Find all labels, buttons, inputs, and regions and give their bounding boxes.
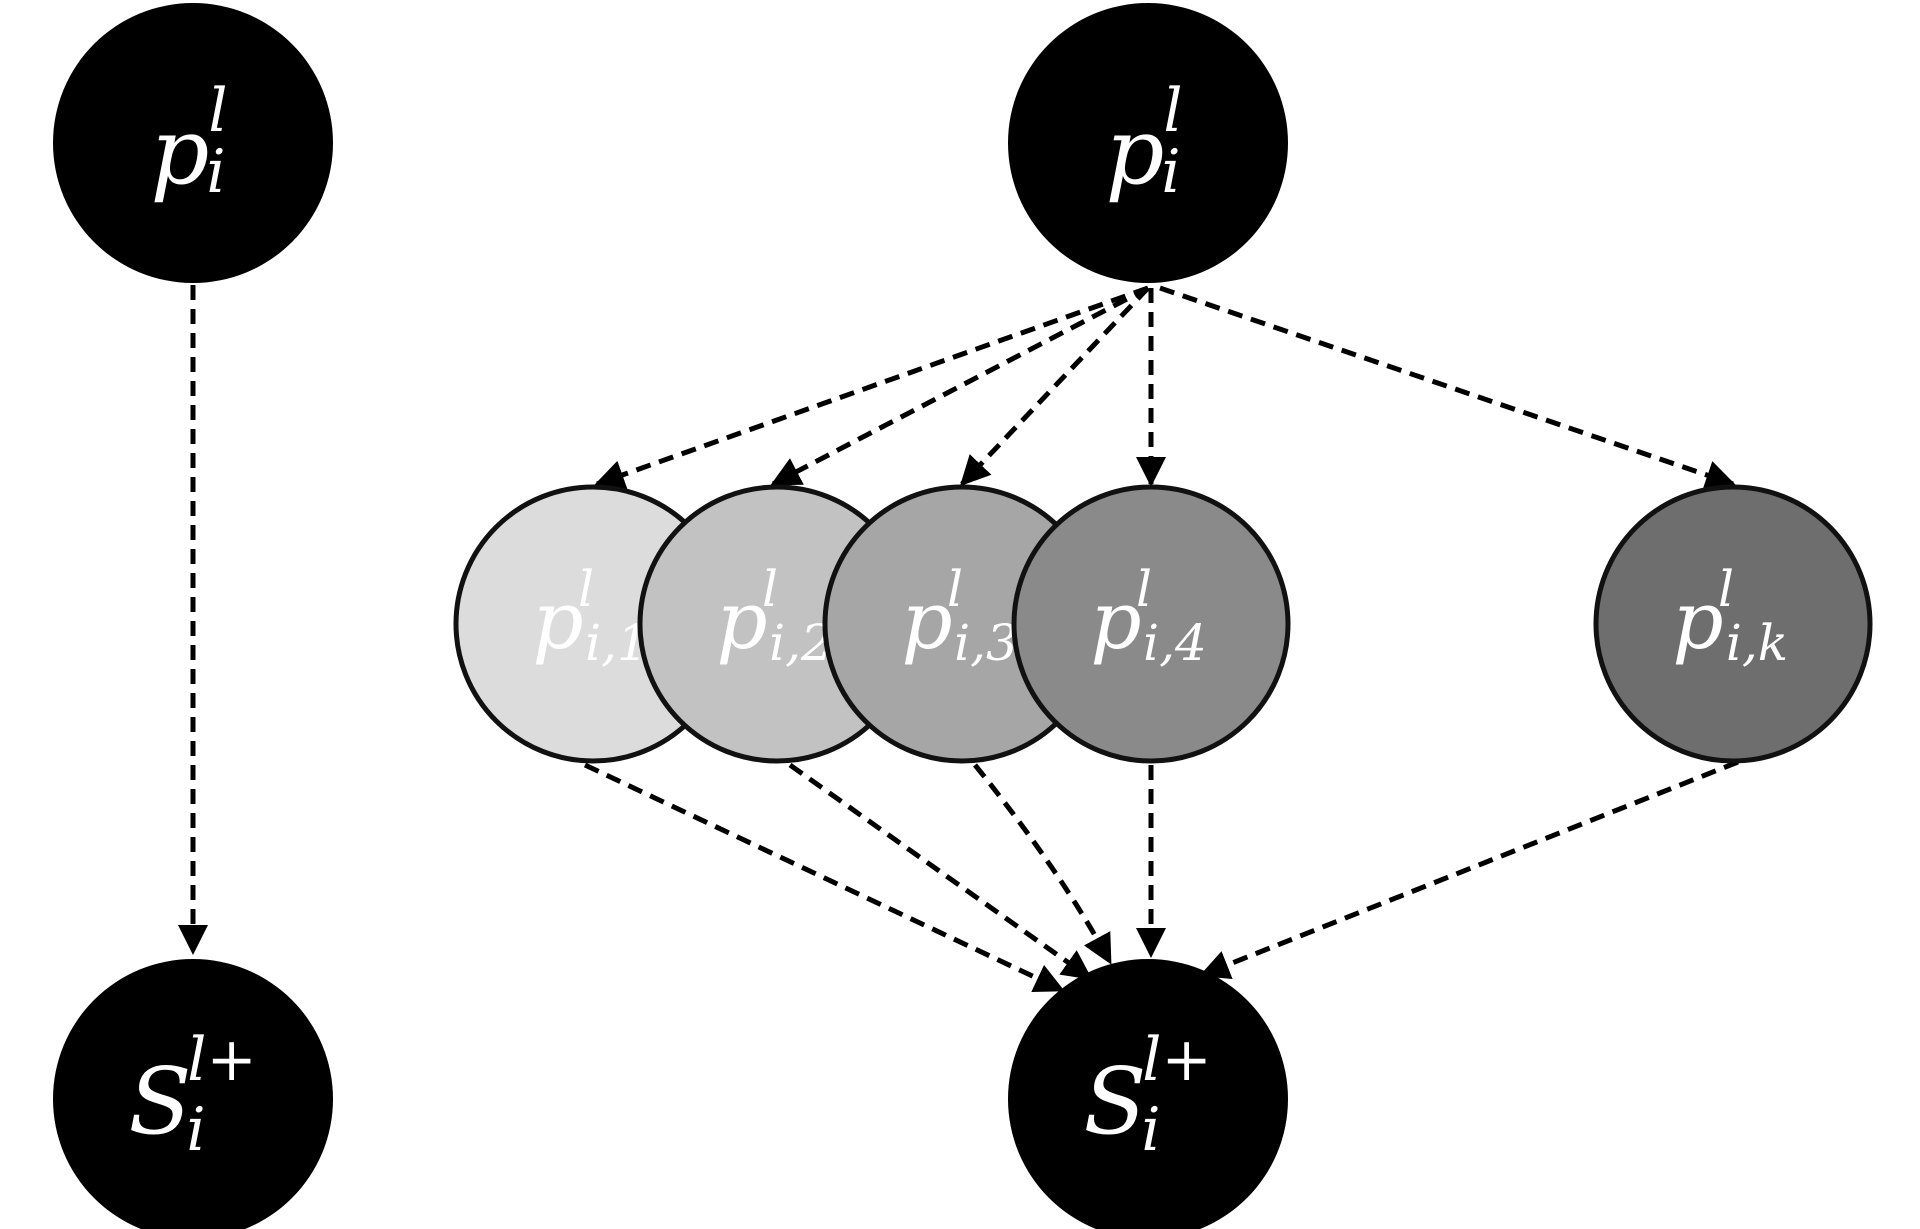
edge-sub-k-to-bottom (1199, 759, 1739, 979)
right-top-node-base: p (1106, 98, 1165, 205)
right-top-node-circle (1008, 3, 1288, 283)
left-top-node-sub: i (206, 137, 225, 207)
sub-node-1-base: p (532, 574, 583, 667)
left-top-node-circle (53, 3, 333, 283)
edge-top-to-sub-3 (959, 286, 1150, 487)
edge-top-to-sub-2 (770, 285, 1150, 487)
sub-node-3-base: p (901, 574, 952, 667)
sub-node-2-base: p (716, 574, 767, 667)
sub-node-4-circle (1011, 484, 1291, 764)
right-panel: p l i p l i,1 p l i,2 p l i,3 p (453, 3, 1873, 1229)
left-top-node-sup: l (208, 76, 227, 146)
sub-node-k-sup: l (1718, 560, 1734, 618)
sub-node-1-sup: l (578, 560, 594, 618)
left-panel: p l i S l+ i (53, 3, 333, 1229)
right-top-node: p l i (1008, 3, 1288, 283)
right-bottom-node-base: S (1083, 1048, 1146, 1155)
right-bottom-node-sup: l+ (1142, 1025, 1211, 1095)
right-top-node-sub: i (1161, 137, 1180, 207)
right-bottom-node: S l+ i (1008, 959, 1288, 1229)
left-top-node: p l i (53, 3, 333, 283)
sub-node-k-circle (1593, 484, 1873, 764)
edge-top-to-sub-k (1159, 285, 1736, 490)
right-bottom-node-circle (1008, 959, 1288, 1229)
right-top-node-sup: l (1163, 76, 1182, 146)
sub-node-k-base: p (1672, 574, 1723, 667)
edge-top-to-sub-1 (594, 285, 1149, 490)
left-top-node-base: p (151, 98, 210, 205)
sub-node-4-sub: i,4 (1143, 614, 1207, 672)
edge-sub-2-to-bottom (788, 762, 1093, 981)
left-bottom-node-sub: i (186, 1095, 205, 1165)
sub-node-3-sup: l (947, 560, 963, 618)
left-bottom-node: S l+ i (53, 959, 333, 1229)
right-bottom-node-sub: i (1141, 1095, 1160, 1165)
sub-node-4-base: p (1090, 574, 1141, 667)
edge-sub-1-to-bottom (583, 762, 1065, 993)
sub-node-k: p l i,k (1593, 484, 1873, 764)
sub-node-4-sup: l (1136, 560, 1152, 618)
left-bottom-node-circle (53, 959, 333, 1229)
sub-node-2-sub: i,2 (769, 614, 833, 672)
sub-node-3-sub: i,3 (954, 614, 1018, 672)
sub-node-k-sub: i,k (1726, 614, 1788, 672)
svg-text:p: p (151, 98, 210, 205)
left-bottom-node-sup: l+ (187, 1025, 256, 1095)
edge-sub-3-to-bottom (973, 763, 1113, 965)
left-bottom-node-base: S (128, 1048, 191, 1155)
sub-node-4: p l i,4 (1011, 484, 1291, 764)
sub-node-2-sup: l (762, 560, 778, 618)
